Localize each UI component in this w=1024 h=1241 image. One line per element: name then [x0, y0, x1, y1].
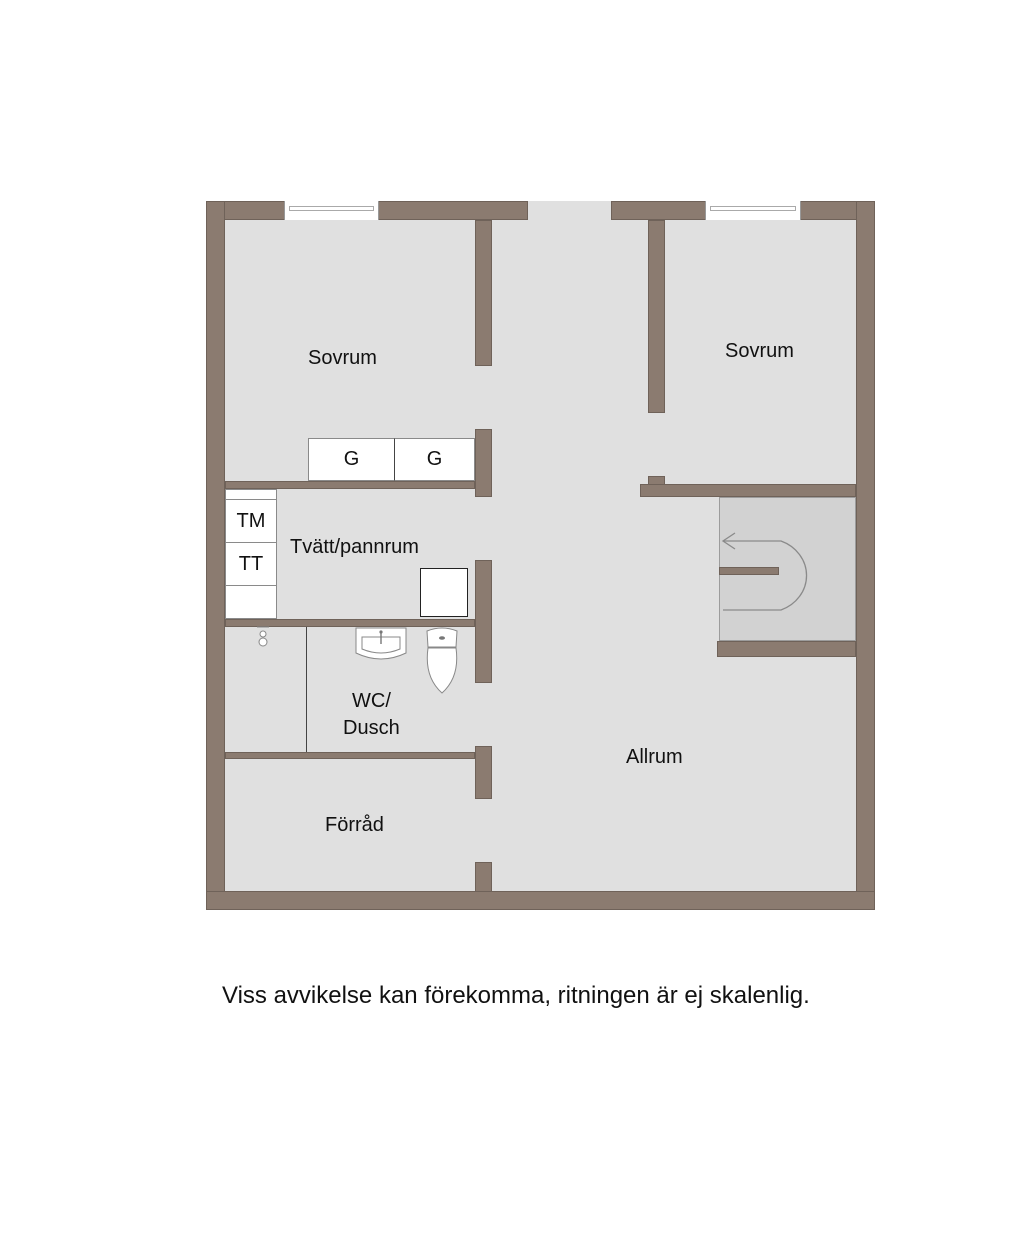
interior-wall-left-4	[475, 746, 492, 799]
interior-wall-left-5	[475, 862, 492, 892]
toilet-icon	[426, 627, 458, 694]
boiler	[420, 568, 468, 617]
room-label-storage: Förråd	[325, 814, 384, 836]
tumble-dryer: TT	[225, 542, 277, 586]
stair-direction-arrow-icon	[721, 532, 808, 611]
interior-wall-right-1	[648, 220, 665, 413]
wall-stairs-bottom	[717, 641, 856, 657]
room-label-bedroom-left: Sovrum	[308, 347, 377, 369]
outer-wall-right	[856, 201, 875, 910]
sink-icon	[355, 627, 407, 660]
tumble-dryer-label: TT	[238, 552, 264, 575]
entrance-opening	[528, 201, 611, 221]
room-label-bedroom-right: Sovrum	[725, 340, 794, 362]
wardrobe-label: G	[426, 448, 443, 470]
disclaimer-text: Viss avvikelse kan förekomma, ritningen …	[222, 982, 810, 1009]
wardrobe-2: G	[394, 438, 475, 481]
wardrobe-label: G	[343, 448, 360, 470]
interior-wall-left-3	[475, 560, 492, 683]
room-label-laundry: Tvätt/pannrum	[290, 536, 419, 558]
interior-wall-left-2	[475, 429, 492, 497]
wall-bedroom-laundry	[225, 481, 475, 489]
shower-head-icon	[257, 626, 269, 647]
shower-partition	[306, 627, 307, 752]
outer-wall-bottom	[206, 891, 875, 910]
wall-bath-storage	[225, 752, 475, 759]
room-label-family-room: Allrum	[626, 746, 683, 768]
wall-bedroom-right-bottom	[640, 484, 856, 497]
wardrobe-1: G	[308, 438, 395, 481]
washing-machine: TM	[225, 499, 277, 543]
outer-wall-left	[206, 201, 225, 910]
window-right	[705, 201, 801, 220]
room-label-bathroom-line1: WC/	[352, 690, 391, 712]
interior-wall-left-1	[475, 220, 492, 366]
laundry-cabinet-bottom	[225, 585, 277, 619]
stair-divider	[719, 567, 779, 575]
window-left	[284, 201, 379, 220]
wall-laundry-bath	[225, 619, 475, 627]
room-label-bathroom-line2: Dusch	[343, 717, 400, 739]
washing-machine-label: TM	[236, 509, 266, 532]
wall-stub	[648, 476, 665, 485]
